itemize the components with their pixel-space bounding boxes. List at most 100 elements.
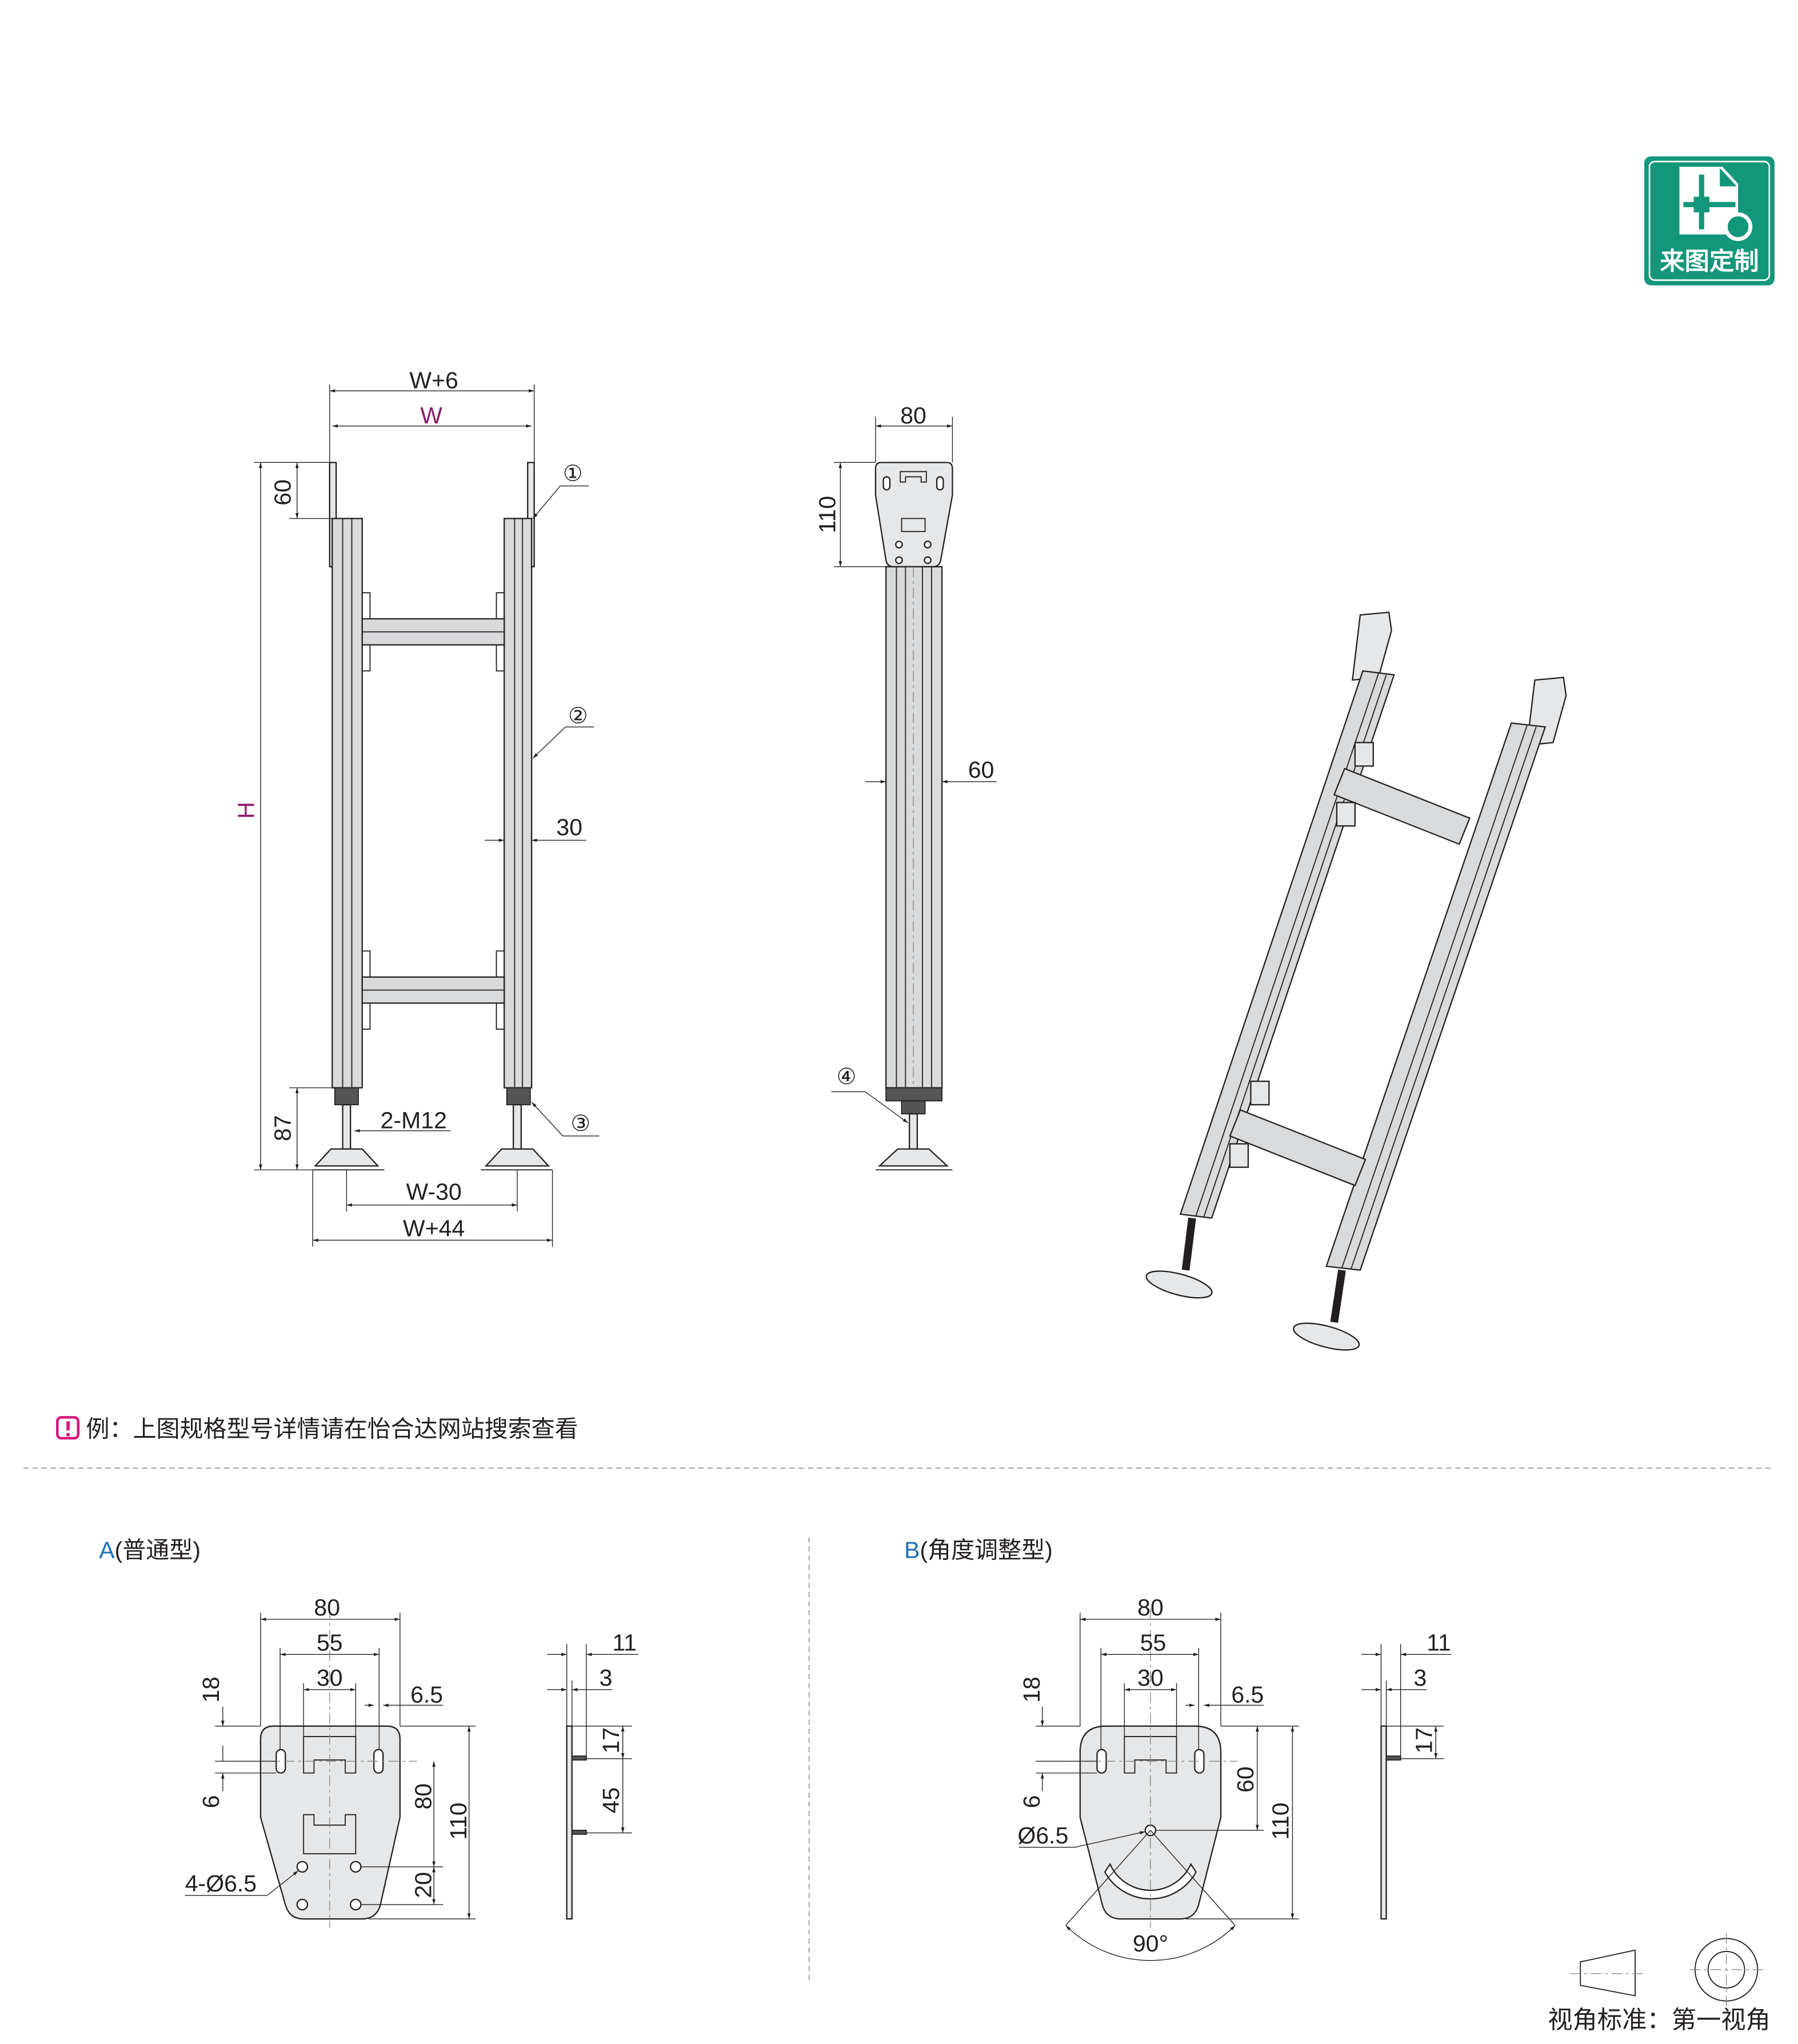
projection-label: 视角标准：第一视角: [1548, 2007, 1771, 2034]
drawing-line: [1333, 767, 1471, 845]
drawing-line: [1707, 1951, 1745, 1989]
dim-plate-height: 110: [814, 496, 840, 533]
drawing-line: [901, 518, 926, 533]
angle-slot: [1104, 1862, 1197, 1900]
type-b-side-plate: [1380, 1725, 1387, 1920]
side-foot: [877, 1148, 949, 1167]
callout-2: ②: [568, 703, 588, 728]
drawing-line: [185, 1613, 476, 1919]
a-dim-v80: 80: [410, 1783, 437, 1810]
drawing-line: [66, 1433, 70, 1437]
drawing-line: [1065, 1925, 1236, 1961]
drawing-line: [1150, 1830, 1236, 1926]
dim-w6: W+6: [409, 367, 458, 393]
nut-left: [334, 1087, 359, 1106]
dim-w30: W-30: [406, 1179, 462, 1205]
a-dim-18: 18: [198, 1677, 224, 1703]
drawing-line: [1693, 197, 1709, 213]
iso-foot-right: [1293, 1322, 1360, 1351]
drawing-line: [1385, 1755, 1401, 1761]
drawing-line: [900, 471, 927, 483]
drawing-line: [1229, 1143, 1249, 1168]
exclamation-icon: [56, 1416, 80, 1440]
b-dim-30: 30: [1137, 1665, 1164, 1691]
side-view: 80 110 60 ④: [814, 402, 997, 1171]
drawing-line: [895, 556, 903, 565]
drawing-line: [532, 726, 566, 759]
right-rail: [504, 518, 533, 1089]
b-dim-6: 6: [1018, 1795, 1045, 1809]
drawing-line: [882, 476, 891, 491]
type-a-title: (普通型): [115, 1537, 201, 1563]
drawing-line: [1352, 611, 1392, 681]
drawing-line: [532, 485, 561, 519]
type-b-title: (角度调整型): [920, 1537, 1052, 1563]
nut-right: [506, 1087, 531, 1106]
type-a-detail: A(普通型) 80 55 30 6.5 18: [99, 1537, 639, 1929]
drawing-line: [571, 1830, 587, 1835]
a-dim-6-5: 6.5: [410, 1682, 443, 1708]
foot-left: [314, 1148, 379, 1167]
a-side-45: 45: [598, 1787, 624, 1814]
b-side-11: 11: [1427, 1629, 1451, 1655]
drawing-line: [1361, 1644, 1452, 1759]
dim-w: W: [420, 402, 442, 429]
b-dim-18: 18: [1018, 1677, 1045, 1703]
dim-h: H: [233, 802, 259, 819]
drawing-line: [909, 1113, 918, 1150]
dim-profile-60: 60: [968, 757, 994, 783]
b-dim-v60: 60: [1232, 1766, 1258, 1793]
a-side-11: 11: [612, 1629, 637, 1655]
custom-drawing-icon: [1679, 166, 1753, 241]
dim-top-60: 60: [269, 479, 295, 506]
drawing-line: [303, 1814, 357, 1855]
a-dim-80: 80: [314, 1594, 340, 1621]
dim-thread: 2-M12: [381, 1107, 447, 1133]
b-dim-80: 80: [1137, 1594, 1164, 1621]
drawing-line: [1354, 742, 1374, 767]
dim-w44: W+44: [403, 1215, 465, 1242]
b-dim-v110: 110: [1268, 1802, 1294, 1839]
a-dim-55: 55: [317, 1629, 343, 1655]
dim-plate-width: 80: [900, 402, 926, 429]
iso-foot-left: [1145, 1270, 1213, 1299]
note-text: 例：上图规格型号详情请在怡合达网站搜索查看: [86, 1416, 578, 1442]
drawing-line: [362, 592, 505, 1030]
drawing-line: [1195, 673, 1379, 1216]
callout-4: ④: [837, 1065, 857, 1089]
drawing-line: [547, 1644, 639, 1834]
drawing-line: [66, 1421, 70, 1431]
a-side-3: 3: [600, 1665, 613, 1691]
drawing-line: [1727, 216, 1749, 237]
drawing-line: [1336, 802, 1356, 827]
b-dim-55: 55: [1140, 1629, 1166, 1655]
drawing-line: [924, 556, 932, 565]
drawing-line: [895, 541, 903, 549]
drawing-line: [266, 1870, 299, 1896]
drawing-line: [1351, 726, 1537, 1269]
type-a-prefix: A: [99, 1537, 115, 1563]
side-rail: [885, 566, 943, 1089]
drawing-line: [296, 1861, 309, 1873]
drawing-line: [1018, 1613, 1299, 1961]
a-dim-6: 6: [198, 1795, 224, 1809]
dim-bottom-87: 87: [269, 1115, 295, 1141]
type-b-detail: B(角度调整型) 80 55 30 6.5 18: [904, 1537, 1452, 1961]
isometric-view: [1145, 611, 1567, 1351]
drawing-line: [1181, 1217, 1196, 1271]
drawing-line: [1330, 1269, 1346, 1323]
custom-drawing-badge[interactable]: 来图定制: [1644, 156, 1775, 286]
b-dim-6-5: 6.5: [1231, 1682, 1264, 1708]
drawing-line: [1250, 1081, 1270, 1106]
label: B(角度调整型): [904, 1537, 1053, 1563]
projection-symbol: 视角标准：第一视角: [1548, 1933, 1771, 2034]
drawing-line: [296, 1898, 309, 1911]
drawing-line: [901, 1100, 926, 1115]
drawing-line: [936, 476, 944, 491]
rod-right: [513, 1104, 522, 1150]
drawing-line: [350, 1898, 362, 1911]
drawing-line: [1341, 725, 1528, 1268]
drawing-line: [1229, 1109, 1367, 1187]
b-side-3: 3: [1413, 1665, 1427, 1691]
type-b-prefix: B: [904, 1537, 920, 1563]
